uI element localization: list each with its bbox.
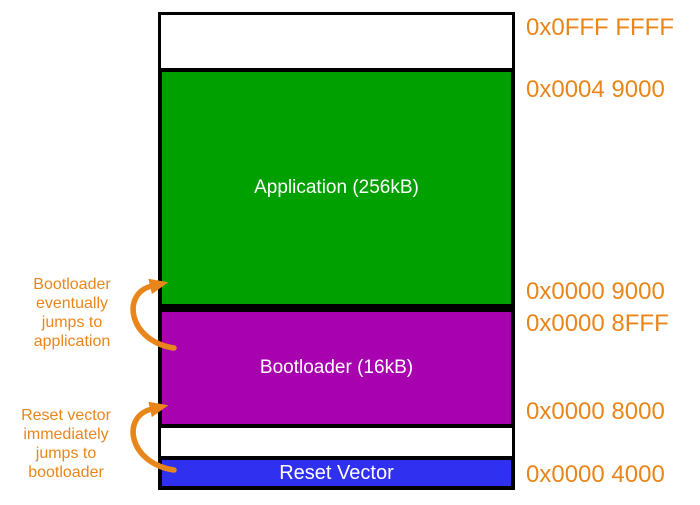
address-label-boot-bottom: 0x0000 8000 (526, 398, 665, 425)
address-label-boot-top: 0x0000 8FFF (526, 310, 669, 337)
annotation-reset-jump: Reset vector immediately jumps to bootlo… (21, 407, 111, 481)
region-bootloader-label: Bootloader (16kB) (259, 357, 414, 378)
region-bootloader: Bootloader (16kB) (158, 308, 515, 428)
annotation-bootloader-jump: Bootloader eventually jumps to applicati… (33, 276, 111, 350)
region-reset-vector-label: Reset Vector (279, 461, 394, 484)
address-label-app-bottom: 0x0000 9000 (526, 278, 665, 305)
region-reset-vector: Reset Vector (158, 456, 515, 490)
region-application-label: Application (256kB) (254, 177, 419, 198)
address-label-app-top: 0x0004 9000 (526, 76, 665, 103)
address-label-reset-vector: 0x0000 4000 (526, 461, 665, 488)
address-label-top: 0x0FFF FFFF (526, 14, 674, 41)
region-application: Application (256kB) (158, 68, 515, 308)
